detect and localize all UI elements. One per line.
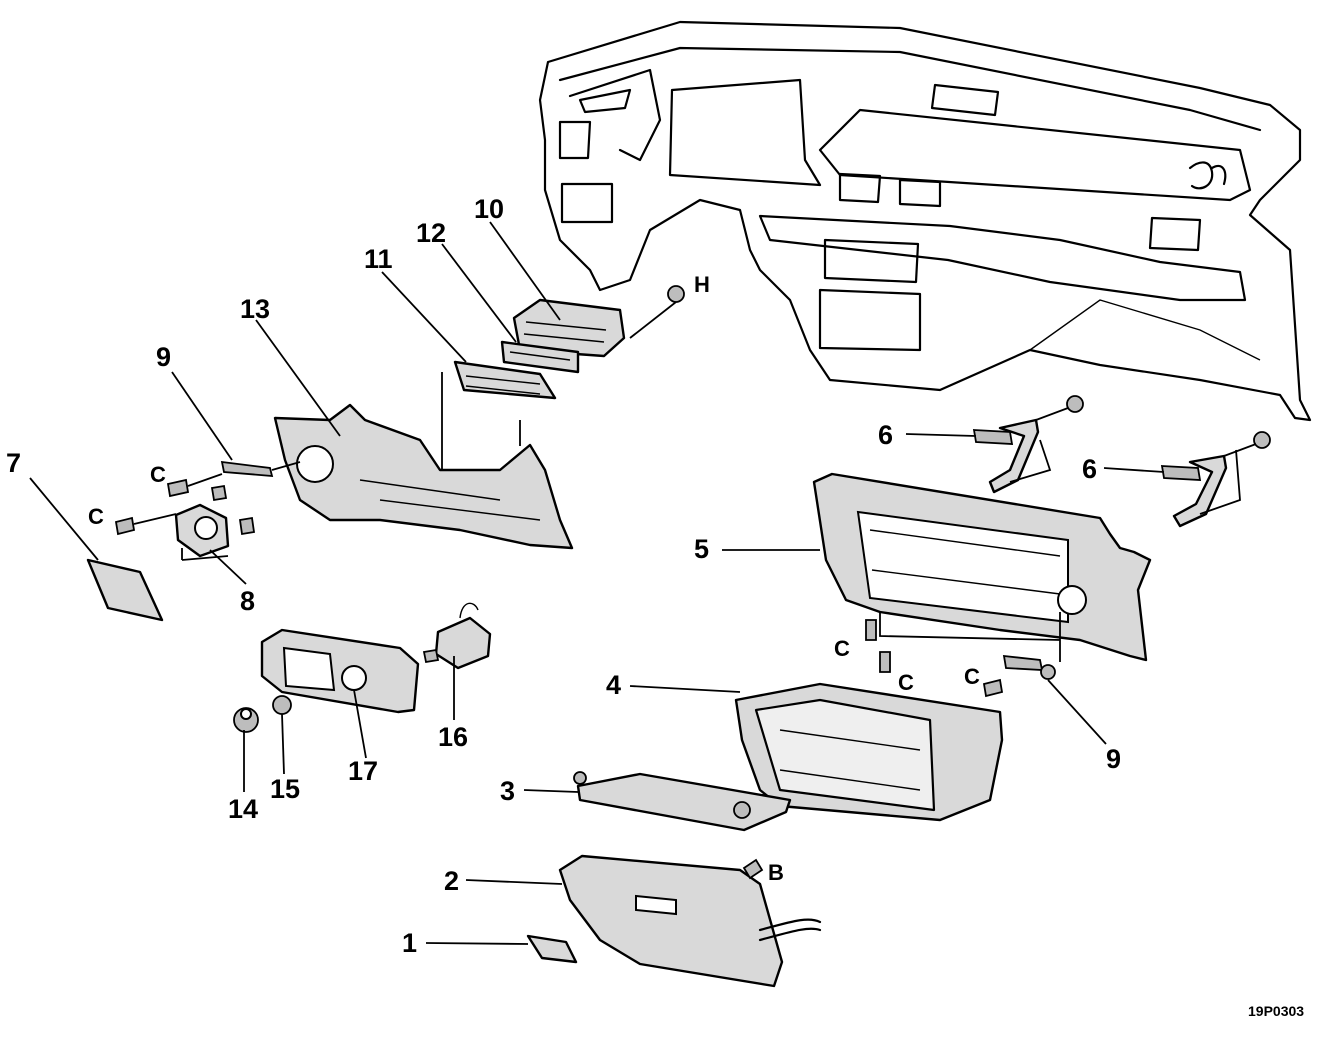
callout-10: 10	[474, 194, 504, 224]
callout-3: 3	[500, 776, 515, 806]
screw-h	[629, 285, 685, 339]
label-h: H	[694, 272, 710, 297]
screw-c-upper-left	[166, 473, 223, 498]
callout-14: 14	[228, 794, 258, 824]
callout-15: 15	[270, 774, 300, 804]
leader-lines	[29, 221, 1165, 945]
callout-13: 13	[240, 294, 270, 324]
callout-12: 12	[416, 218, 446, 248]
part-16-switch-unit	[422, 602, 492, 670]
part-11-side-vent	[453, 360, 557, 400]
label-c-lower-left: C	[88, 504, 104, 529]
callout-9-left: 9	[156, 342, 171, 372]
screw-c-frame-2	[879, 651, 891, 673]
part-14-knob	[233, 707, 259, 733]
callout-5: 5	[694, 534, 709, 564]
callout-11: 11	[364, 244, 393, 274]
frame-guide-lines	[879, 612, 1061, 662]
part-3-lid-liner	[573, 771, 792, 832]
part-9-left-clip	[220, 460, 301, 478]
callout-17: 17	[348, 756, 378, 786]
label-c-frame-2: C	[898, 670, 914, 695]
callout-6-right: 6	[1082, 454, 1097, 484]
callout-9-right: 9	[1106, 744, 1121, 774]
callout-2: 2	[444, 866, 459, 896]
callout-4: 4	[606, 670, 621, 700]
screw-c-frame-3	[982, 678, 1004, 698]
screw-c-lower-left	[114, 513, 177, 536]
label-c-upper-left: C	[150, 462, 166, 487]
part-6-bracket-left	[972, 395, 1084, 494]
part-13-lower-center-panel	[273, 403, 574, 550]
part-12-vent-fin	[500, 340, 580, 374]
callout-7: 7	[6, 448, 21, 478]
part-2-glove-box-door	[558, 854, 822, 988]
part-8-switch	[174, 484, 256, 561]
callout-6-left: 6	[878, 420, 893, 450]
label-b: B	[768, 860, 784, 885]
instrument-panel-outline	[538, 20, 1312, 422]
callout-8: 8	[240, 586, 255, 616]
part-1-latch	[526, 934, 578, 964]
screw-b	[742, 858, 764, 880]
callout-16: 16	[438, 722, 468, 752]
label-c-frame-1: C	[834, 636, 850, 661]
part-9-right-clip	[1002, 654, 1056, 680]
part-4-glove-box	[734, 682, 1004, 822]
drawing-code: 19P0303	[1248, 1003, 1304, 1019]
label-c-frame-3: C	[964, 664, 980, 689]
part-17-bezel	[260, 628, 420, 714]
part-15-nut	[272, 695, 292, 715]
part-7-cover-plate	[86, 558, 164, 622]
vent-guide-lines	[441, 372, 521, 470]
screw-c-frame-1	[865, 619, 877, 641]
part-6-bracket-right	[1160, 431, 1271, 528]
callout-1: 1	[402, 928, 417, 958]
part-5-glove-box-frame	[812, 472, 1152, 662]
